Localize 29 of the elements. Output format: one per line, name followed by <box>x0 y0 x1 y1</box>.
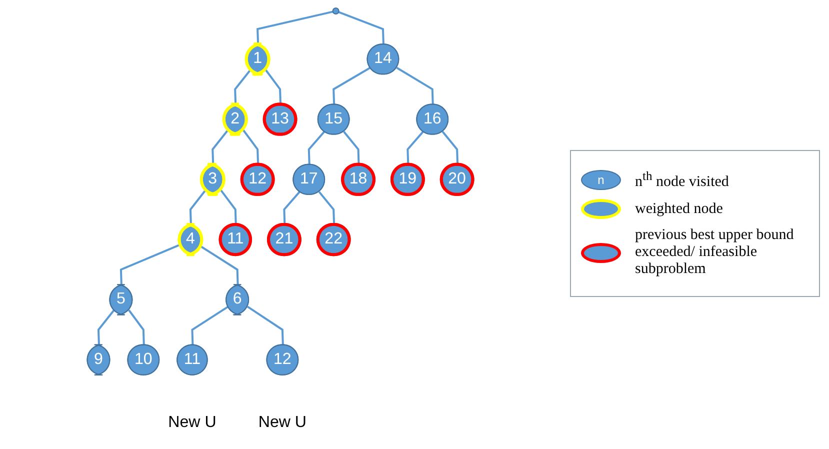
connector <box>97 310 115 346</box>
node-label: New U <box>258 414 306 431</box>
connector <box>200 246 239 286</box>
connector <box>332 66 371 105</box>
legend-swatch: n <box>581 170 621 190</box>
connector <box>247 306 284 346</box>
connector <box>343 131 360 165</box>
connector <box>338 11 384 45</box>
node-circle <box>332 8 340 15</box>
connector <box>264 69 282 105</box>
node-label: New U <box>168 414 216 431</box>
connector <box>256 10 334 45</box>
legend-text: previous best upper bound exceeded/ infeasible subproblem <box>635 227 795 278</box>
connector <box>234 68 252 105</box>
connector <box>283 191 300 226</box>
connector <box>220 189 237 226</box>
connector <box>128 310 145 346</box>
connector <box>191 306 229 346</box>
connector <box>442 131 459 165</box>
connector <box>396 66 434 105</box>
legend-text: n$^{th}$ node visited <box>635 169 729 191</box>
connector <box>242 129 260 165</box>
connector <box>212 129 229 165</box>
connector <box>120 244 181 286</box>
connector <box>318 191 336 226</box>
connector <box>189 189 207 226</box>
connector <box>406 131 424 165</box>
connector <box>308 131 326 165</box>
legend-text: weighted node <box>635 200 723 218</box>
